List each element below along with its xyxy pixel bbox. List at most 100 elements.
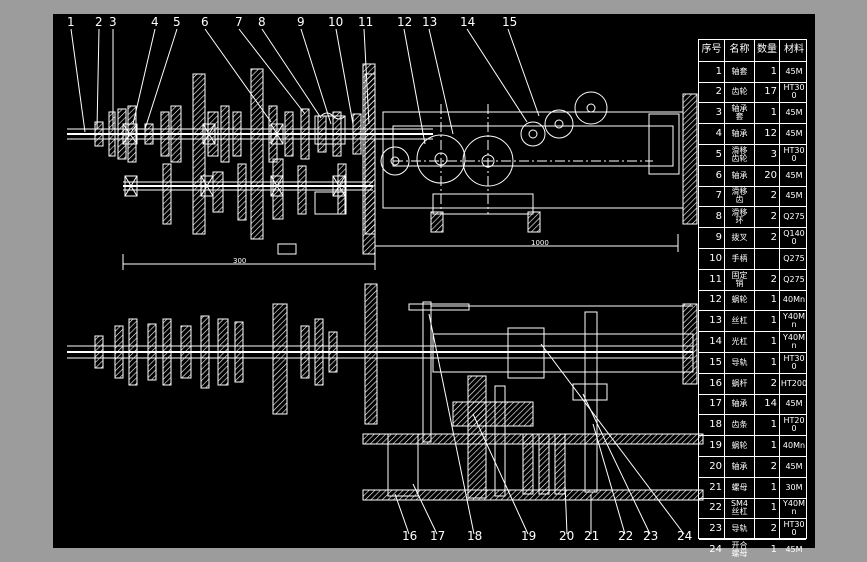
callout-17: 17 [430,529,446,543]
part-quantity: 3 [770,148,777,160]
part-number: 8 [715,211,722,223]
part-material: 45M [785,108,803,118]
part-material: Y40M n [783,499,805,517]
part-number: 23 [709,523,722,535]
callout-20: 20 [559,529,575,543]
part-material: HT20 0 [783,416,805,434]
part-material: 40Mn [782,441,806,451]
part-quantity: 2 [770,211,777,223]
part-name: 螺母 [731,482,748,492]
part-material: Q275 [783,212,805,222]
callout-21: 21 [584,529,600,543]
part-quantity: 1 [770,419,777,431]
part-material: HT200 [780,378,808,388]
part-name: 拨叉 [731,233,748,243]
leader-lines [70,28,685,535]
part-name: 轴承 [731,170,748,180]
callout-6: 6 [201,15,209,29]
part-name: 齿条 [731,420,748,430]
part-material: HT30 0 [783,83,805,101]
part-material: 45M [785,129,803,139]
callout-5: 5 [173,15,181,29]
part-name: 轴承 套 [731,104,748,122]
header-no: 序号 [701,44,722,56]
callout-7: 7 [235,15,243,29]
header-qty: 数量 [757,44,777,56]
callout-12: 12 [397,15,413,29]
part-name: 丝杠 [731,316,748,326]
callout-14: 14 [460,15,476,29]
part-number: 4 [715,128,722,140]
part-number: 15 [709,356,722,368]
part-number: 14 [709,336,722,348]
part-material: 45M [785,399,803,409]
part-name: 蜗轮 [731,441,748,451]
parts-list-header: 序号 名称 数量 材料 [699,40,806,61]
part-number: 13 [709,315,722,327]
part-quantity: 14 [764,398,777,410]
callout-4: 4 [151,15,159,29]
parts-list-row: 18 齿条 1 HT20 0 [699,414,806,435]
part-name: 滑移 环 [731,208,748,226]
header-name: 名称 [729,44,750,56]
part-quantity: 2 [770,377,777,389]
part-number: 3 [715,107,722,119]
part-name: 轴套 [731,66,748,76]
callout-10: 10 [328,15,344,29]
part-number: 11 [709,273,722,285]
part-material: Q275 [783,253,805,263]
callout-3: 3 [109,15,117,29]
header-material: 材料 [784,44,804,56]
part-material: Y40M n [783,312,805,330]
part-number: 20 [709,460,722,472]
part-name: 导轨 [731,524,748,534]
part-name: 轴承 [731,399,748,409]
parts-list-row: 8 滑移 环 2 Q275 [699,206,806,227]
part-name: 光杠 [731,337,748,347]
part-number: 1 [715,65,722,77]
part-quantity: 1 [770,544,777,556]
part-name: 滑移 齿 [731,187,748,205]
part-material: HT30 0 [783,520,805,538]
dimension-lines [122,234,679,270]
part-quantity: 1 [770,65,777,77]
part-material: 30M [785,482,803,492]
part-number: 18 [709,419,722,431]
machine-drawing: 300 1000 [67,28,704,535]
part-quantity: 1 [770,440,777,452]
part-quantity: 2 [770,190,777,202]
part-quantity: 1 [770,502,777,514]
part-material: 45M [785,191,803,201]
part-number: 19 [709,440,722,452]
part-number: 9 [715,232,722,244]
part-name: 滑移 齿轮 [731,145,748,163]
part-quantity: 17 [764,86,777,98]
part-quantity: 1 [770,294,777,306]
part-quantity: 2 [770,460,777,472]
part-number: 22 [709,502,722,514]
parts-list-row: 19 蜗轮 1 40Mn [699,435,806,456]
part-quantity: 2 [770,232,777,244]
part-quantity [755,249,779,269]
feed-box [380,91,698,233]
callout-8: 8 [258,15,266,29]
part-name: 导轨 [731,357,748,367]
lower-shaft-assembly [67,345,693,359]
callout-13: 13 [422,15,438,29]
callout-18: 18 [467,529,483,543]
part-material: Y40M n [783,333,805,351]
part-name: 蜗杆 [731,378,748,388]
part-number: 6 [715,169,722,181]
part-quantity: 2 [770,273,777,285]
part-name: 开合 螺母 [731,541,748,559]
part-name: 轴承 [731,129,748,139]
